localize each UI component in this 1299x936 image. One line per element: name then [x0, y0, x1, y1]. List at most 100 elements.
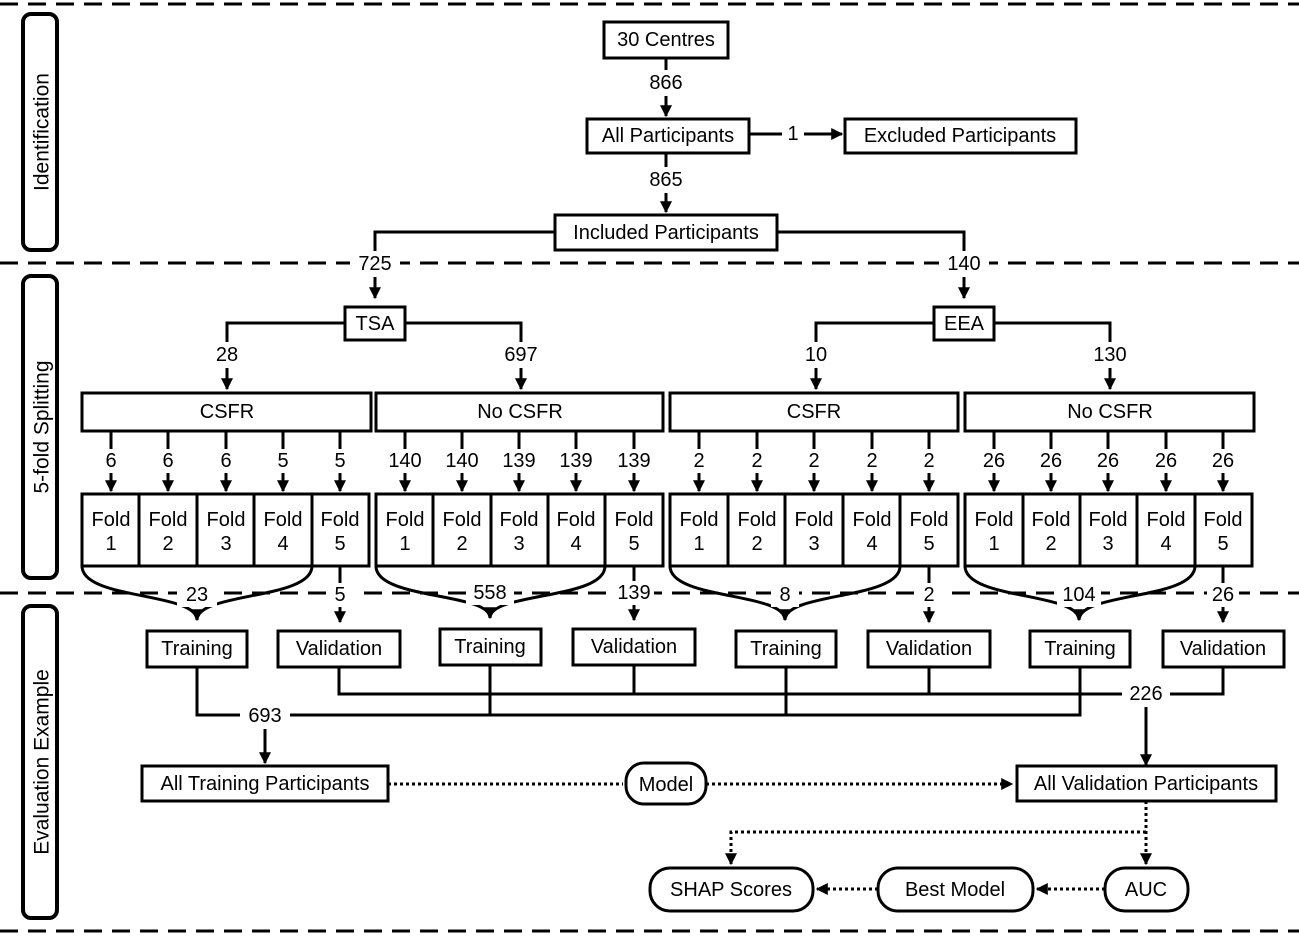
best-model-label: Best Model [905, 879, 1005, 901]
fold-number: 1 [105, 533, 116, 555]
training-count: 558 [473, 582, 506, 604]
fold-count: 5 [334, 450, 345, 472]
count-tsa: 725 [358, 253, 391, 275]
fold-count: 2 [808, 450, 819, 472]
all-participants-box [585, 117, 751, 155]
fold-number: 4 [866, 533, 877, 555]
eea-label: EEA [944, 313, 985, 335]
fold-number: 3 [808, 533, 819, 555]
training-count: 8 [779, 584, 790, 606]
training-box-3 [734, 629, 838, 669]
fold-count: 26 [1097, 450, 1119, 472]
fold-number: 3 [513, 533, 524, 555]
fold-number: 1 [988, 533, 999, 555]
fold-number: 2 [751, 533, 762, 555]
fold-label: Fold [264, 509, 303, 531]
training-box-1 [145, 629, 249, 669]
all-training-label: All Training Participants [161, 773, 370, 795]
fold-count: 26 [1155, 450, 1177, 472]
fold-box [668, 492, 730, 568]
all-validation-box [1015, 764, 1278, 803]
fold-box [783, 492, 845, 568]
fold-count: 26 [983, 450, 1005, 472]
fold-label: Fold [500, 509, 539, 531]
tsa-csfr-label: CSFR [200, 401, 254, 423]
all-validation-label: All Validation Participants [1034, 773, 1258, 795]
fold-label: Fold [910, 509, 949, 531]
fold-number: 2 [1045, 533, 1056, 555]
count-centres-to-all: 866 [649, 72, 682, 94]
fold-number: 5 [1217, 533, 1228, 555]
fold-group-tsa-csfr: 6 6 6 5 5 Fold 1 Fold 2 Fold 3 Fold 4 Fo… [80, 431, 371, 624]
fold-count: 6 [220, 450, 231, 472]
fold-count: 5 [277, 450, 288, 472]
training-count: 104 [1062, 584, 1095, 606]
fold-number: 1 [399, 533, 410, 555]
fold-number: 3 [1102, 533, 1113, 555]
count-tsa-no-csfr: 697 [504, 344, 537, 366]
fold-label: Fold [1147, 509, 1186, 531]
validation-box-3 [866, 629, 992, 669]
section-identification: Identification [21, 12, 59, 252]
fold-label: Fold [680, 509, 719, 531]
fold-number: 1 [693, 533, 704, 555]
merge-curve-right [488, 565, 607, 619]
count-all-to-included: 865 [649, 169, 682, 191]
fold-number: 5 [334, 533, 345, 555]
validation-label: Validation [296, 638, 382, 660]
fold-box [252, 492, 314, 568]
fold-group-eea-no-csfr: 26 26 26 26 26 Fold 1 Fold 2 Fold 3 Fold… [963, 431, 1254, 624]
fold-label: Fold [1204, 509, 1243, 531]
validation-box-2 [571, 627, 697, 667]
fold-label: Fold [443, 509, 482, 531]
fold-box [726, 492, 787, 568]
fold-count: 26 [1212, 450, 1234, 472]
count-eea-csfr: 10 [805, 344, 827, 366]
section-label-splitting: 5-fold Splitting [31, 360, 54, 493]
merge-curve-left [668, 565, 791, 622]
fold-count: 2 [866, 450, 877, 472]
section-evaluation: Evaluation Example [21, 604, 59, 920]
fold-box [841, 492, 902, 568]
training-label: Training [454, 636, 526, 658]
fold-box [374, 492, 435, 568]
fold-box [898, 492, 960, 568]
eea-no-csfr-label: No CSFR [1067, 401, 1153, 423]
fold-number: 5 [923, 533, 934, 555]
training-label: Training [1044, 638, 1116, 660]
arrow-included-to-eea [777, 230, 970, 300]
validation-label: Validation [591, 636, 677, 658]
fold-group-tsa-no-csfr: 140 140 139 139 139 Fold 1 Fold 2 Fold 3… [374, 431, 665, 622]
validation-count: 5 [334, 584, 345, 606]
merge-curve-left [80, 565, 203, 622]
validation-label: Validation [1180, 638, 1266, 660]
merge-curve-right [195, 565, 314, 621]
fold-label: Fold [975, 509, 1014, 531]
model-label: Model [639, 774, 693, 796]
fold-count: 139 [559, 450, 592, 472]
section-label-evaluation: Evaluation Example [31, 669, 54, 855]
fold-label: Fold [92, 509, 131, 531]
fold-box [80, 492, 141, 568]
validation-count: 2 [923, 584, 934, 606]
excluded-participants-label: Excluded Participants [864, 125, 1056, 147]
count-eea: 140 [947, 253, 980, 275]
count-tsa-csfr: 28 [216, 344, 238, 366]
count-excluded: 1 [787, 123, 798, 145]
fold-label: Fold [738, 509, 777, 531]
fold-label: Fold [853, 509, 892, 531]
fold-count: 26 [1040, 450, 1062, 472]
fold-box [195, 492, 256, 568]
training-label: Training [161, 638, 233, 660]
fold-group-eea-csfr: 2 2 2 2 2 Fold 1 Fold 2 Fold 3 Fold 4 Fo… [668, 431, 960, 624]
validation-bus [337, 667, 1225, 696]
fold-count: 2 [693, 450, 704, 472]
dotted-validation-to-shap [725, 830, 1146, 866]
fold-number: 4 [277, 533, 288, 555]
fold-number: 4 [570, 533, 581, 555]
fold-count: 139 [617, 450, 650, 472]
fold-label: Fold [321, 509, 360, 531]
training-bus [195, 667, 1082, 717]
fold-box [431, 492, 493, 568]
